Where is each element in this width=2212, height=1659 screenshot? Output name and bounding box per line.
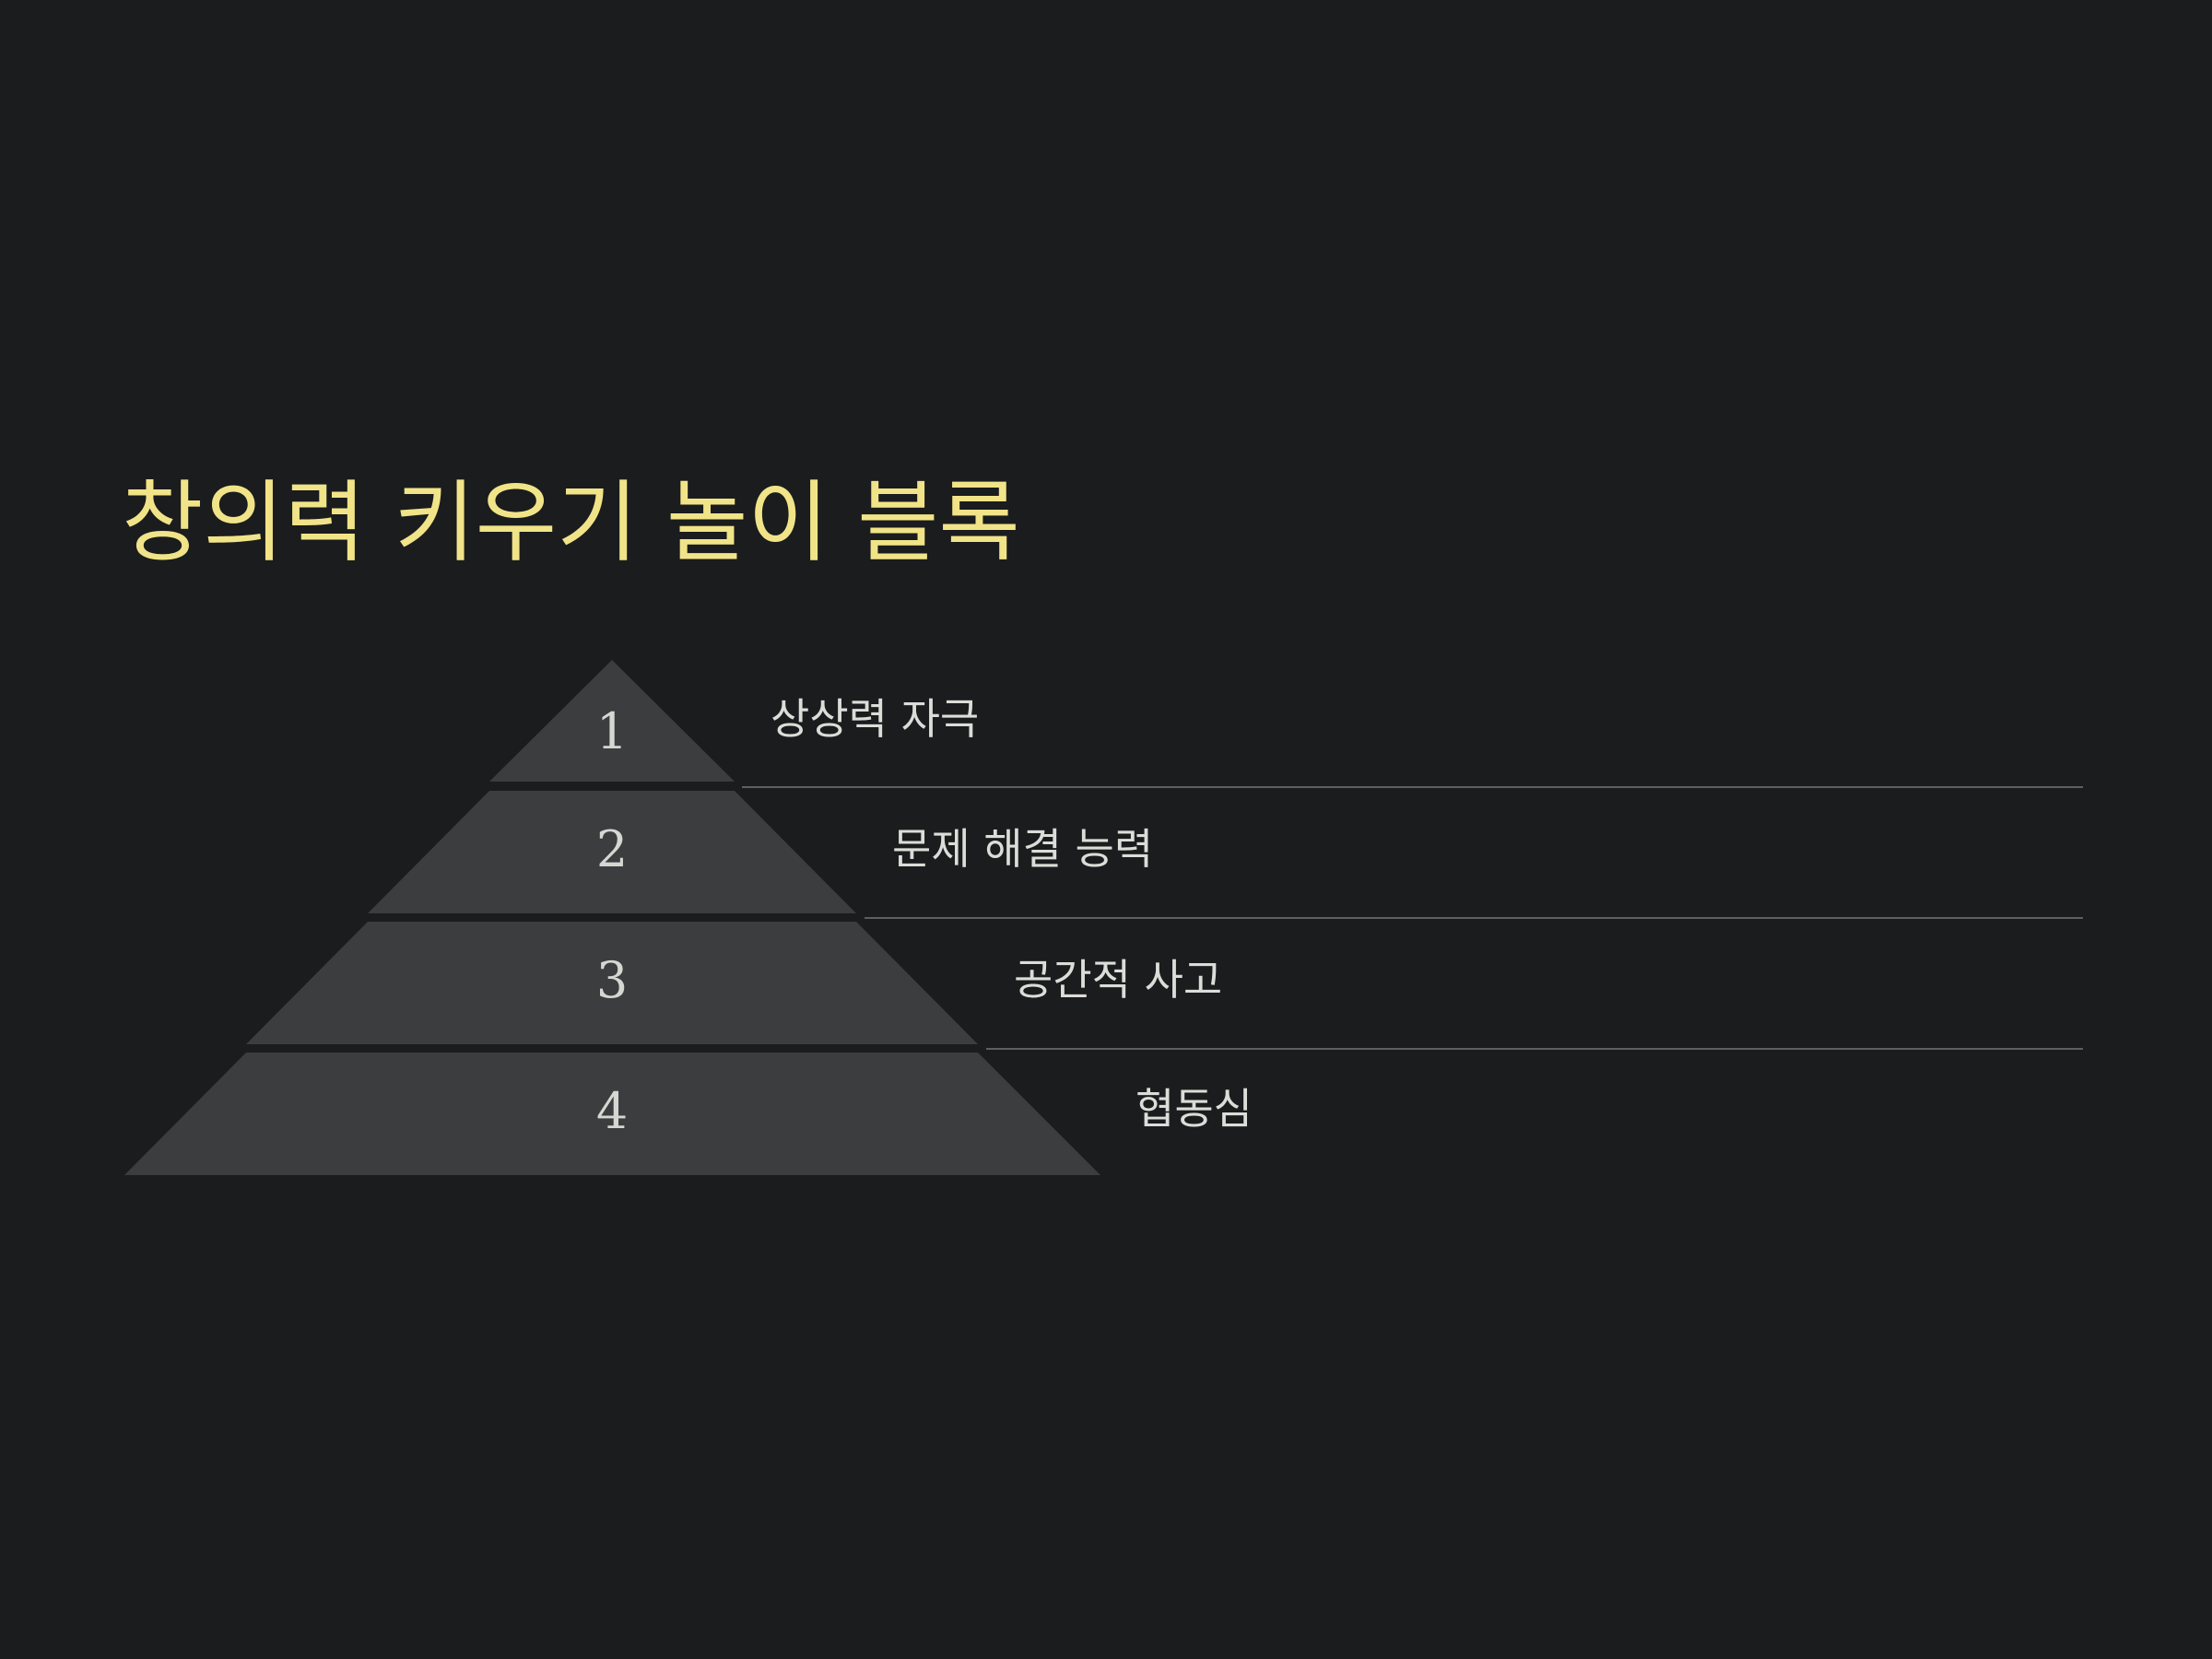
pyramid-tier-3 [246, 922, 978, 1044]
tier-label-2: 문제 해결 능력 [892, 824, 1153, 874]
tier-number-2: 2 [596, 820, 628, 878]
tier-number-4: 4 [596, 1082, 628, 1140]
pyramid-tier-1 [489, 660, 735, 782]
tier-label-1: 상상력 자극 [771, 694, 979, 744]
tier-label-4: 협동심 [1135, 1084, 1253, 1134]
tier-number-3: 3 [596, 951, 628, 1009]
tier-label-3: 공간적 사고 [1014, 955, 1222, 1005]
page-title: 창의력 키우기 놀이 블록 [122, 471, 1020, 574]
pyramid-tier-2 [368, 791, 856, 913]
tier-number-1: 1 [596, 702, 628, 760]
pyramid-tier-4 [124, 1053, 1100, 1175]
